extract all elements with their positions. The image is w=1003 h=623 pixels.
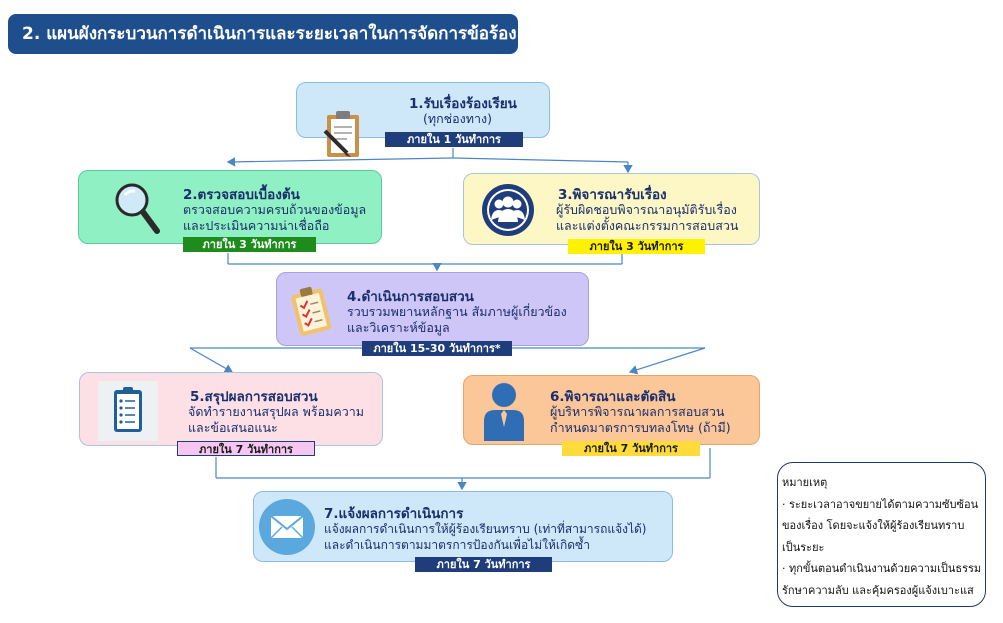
note-box: หมายเหตุ · ระยะเวลาอาจขยายได้ตามความซับซ…	[777, 462, 986, 607]
step-7-desc-1: แจ้งผลการดำเนินการให้ผู้ร้องเรียนทราบ (เ…	[324, 522, 647, 536]
clipboard-pen-icon	[323, 111, 359, 157]
checklist-icon	[291, 286, 332, 336]
person-icon	[484, 383, 524, 441]
step-6-desc-2: กำหนดมาตรการบทลงโทษ (ถ้ามี)	[550, 420, 731, 435]
note-line-5: รักษาความลับ และคุ้มครองผู้แจ้งเบาะแส	[782, 583, 974, 597]
note-line-2: ของเรื่อง โดยจะแจ้งให้ผู้ร้องเรียนทราบ	[782, 519, 965, 532]
step-4-desc-2: และวิเคราะห์ข้อมูล	[347, 320, 450, 335]
report-icon	[98, 381, 158, 441]
step-7-desc-2: และดำเนินการตามมาตรการป้องกันเพื่อไม่ให้…	[324, 538, 590, 552]
step-5-desc-1: จัดทำรายงานสรุปผล พร้อมความ	[188, 404, 365, 419]
step-5-time: ภายใน 7 วันทำการ	[177, 441, 315, 456]
note-heading: หมายเหตุ	[782, 476, 828, 489]
step-3-box: 3.พิจารณารับเรื่อง ผู้รับผิดชอบพิจารณาอน…	[463, 173, 760, 245]
step-4-desc-1: รวบรวมพยานหลักฐาน สัมภาษผู้เกี่ยวข้อง	[347, 304, 567, 319]
step-7-box: 7.แจ้งผลการดำเนินการ แจ้งผลการดำเนินการใ…	[253, 491, 673, 562]
step-3-time: ภายใน 3 วันทำการ	[568, 239, 705, 254]
magnifier-icon	[115, 183, 160, 234]
group-icon	[482, 184, 534, 236]
step-2-time: ภายใน 3 วันทำการ	[183, 237, 316, 252]
step-1-box: 1.รับเรื่องร้องเรียน (ทุกช่องทาง)	[296, 82, 550, 157]
step-7-title: 7.แจ้งผลการดำเนินการ	[324, 506, 464, 522]
step-7-time: ภายใน 7 วันทำการ	[415, 557, 552, 572]
step-1-desc: (ทุกช่องทาง)	[423, 111, 493, 126]
step-6-title: 6.พิจารณาและตัดสิน	[550, 389, 676, 405]
note-line-1: · ระยะเวลาอาจขยายได้ตามความซับซ้อน	[782, 497, 979, 511]
step-2-title: 2.ตรวจสอบเบื้องต้น	[183, 187, 300, 203]
step-6-time: ภายใน 7 วันทำการ	[562, 441, 700, 456]
step-1-time: ภายใน 1 วันทำการ	[385, 132, 523, 147]
step-3-title: 3.พิจารณารับเรื่อง	[558, 187, 667, 203]
page-title: 2. แผนผังกระบวนการดำเนินการและระยะเวลาใน…	[8, 14, 518, 84]
note-line-3: เป็นระยะ	[782, 540, 825, 554]
step-3-desc-1: ผู้รับผิดชอบพิจารณาอนุมัติรับเรื่อง	[556, 202, 737, 217]
step-5-desc-2: และข้อเสนอแนะ	[188, 420, 278, 435]
step-1-title: 1.รับเรื่องร้องเรียน	[409, 96, 517, 112]
note-line-4: · ทุกขั้นตอนดำเนินงานด้วยความเป็นธรรม	[782, 562, 982, 575]
step-6-desc-1: ผู้บริหารพิจารณาผลการสอบสวน	[550, 404, 725, 419]
envelope-icon	[259, 499, 315, 555]
step-4-time: ภายใน 15-30 วันทำการ*	[362, 341, 512, 356]
step-4-box: 4.ดำเนินการสอบสวน รวบรวมพยานหลักฐาน สัมภ…	[276, 272, 589, 346]
step-5-box: 5.สรุปผลการสอบสวน จัดทำรายงานสรุปผล พร้อ…	[79, 372, 383, 446]
step-4-title: 4.ดำเนินการสอบสวน	[347, 289, 474, 305]
step-2-desc-1: ตรวจสอบความครบถ้วนของข้อมูล	[183, 202, 367, 217]
step-3-desc-2: และแต่งตั้งคณะกรรมการสอบสวน	[556, 218, 739, 233]
step-5-title: 5.สรุปผลการสอบสวน	[190, 389, 318, 405]
step-6-box: 6.พิจารณาและตัดสิน ผู้บริหารพิจารณาผลการ…	[463, 375, 760, 445]
step-2-desc-2: และประเมินความน่าเชื่อถือ	[183, 218, 330, 233]
step-2-box: 2.ตรวจสอบเบื้องต้น ตรวจสอบความครบถ้วนของ…	[78, 170, 382, 244]
